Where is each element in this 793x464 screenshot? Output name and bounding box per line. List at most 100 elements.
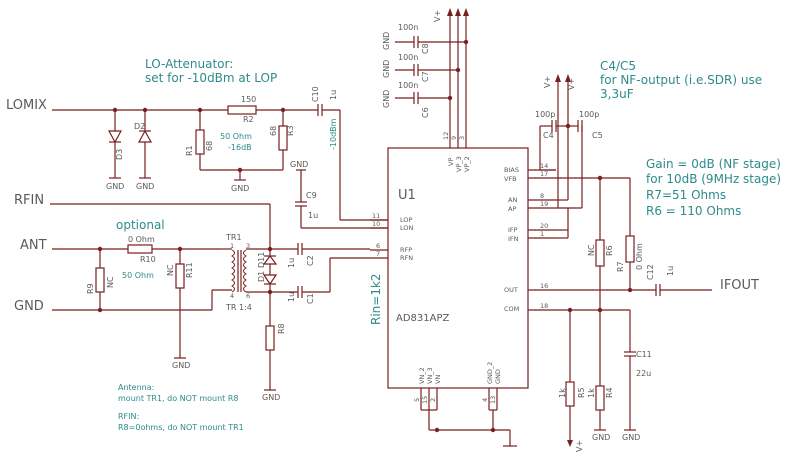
svg-text:VN_3: VN_3: [426, 367, 434, 384]
svg-text:LOP: LOP: [400, 216, 413, 224]
svg-text:R11: R11: [185, 262, 194, 278]
svg-text:GND: GND: [136, 182, 154, 191]
svg-text:R4: R4: [605, 387, 614, 398]
svg-text:1u: 1u: [308, 211, 318, 220]
svg-text:12: 12: [442, 132, 450, 140]
r2-value: 150: [241, 95, 256, 104]
resistor-r11: [175, 263, 185, 289]
svg-text:GND: GND: [494, 369, 502, 384]
svg-text:C7: C7: [421, 71, 430, 82]
lo-attenuator: 150 R2 D3 D2 R1 68 68 R3 50 Ohm -16dB: [52, 95, 318, 180]
svg-text:R6: R6: [605, 245, 614, 256]
lo-attenuator-title: LO-Attenuator:: [145, 57, 233, 71]
svg-text:R7: R7: [616, 261, 625, 272]
decoupling-caps: V+ 100n C8 GND 100n C7 GND 100n C6 GND: [382, 8, 469, 128]
svg-text:D11: D11: [257, 252, 266, 268]
svg-text:NC: NC: [166, 264, 175, 276]
svg-text:GND: GND: [290, 160, 308, 169]
svg-text:GND: GND: [622, 433, 640, 442]
svg-text:AN: AN: [508, 196, 517, 204]
svg-text:7: 7: [376, 250, 380, 258]
svg-text:1: 1: [540, 230, 544, 238]
net-label-ant: ANT: [20, 238, 47, 253]
diode-d3: [107, 130, 123, 144]
svg-text:2: 2: [429, 398, 437, 402]
lo-level-note: -10dBm: [329, 118, 338, 150]
svg-text:GND: GND: [382, 32, 391, 50]
d3-ref: D3: [115, 149, 124, 160]
chip-part: AD831APZ: [396, 313, 449, 324]
resistor-r5: [565, 381, 575, 407]
gain-network: R7 0 Ohm NC R6 C12 1u C11 22u GND: [556, 175, 712, 452]
resistor-r9: [95, 267, 105, 293]
r10-ohm-note: 50 Ohm: [122, 271, 154, 280]
gain-note-line1: Gain = 0dB (NF stage): [646, 157, 781, 171]
svg-text:GND: GND: [231, 184, 249, 193]
r2-ref: R2: [243, 115, 254, 124]
svg-text:GND: GND: [592, 433, 610, 442]
net-label-ifout: IFOUT: [720, 278, 759, 293]
chip-ref: U1: [398, 188, 416, 203]
svg-text:C12: C12: [646, 264, 655, 280]
svg-text:6: 6: [376, 242, 380, 250]
lo-attenuator-subtitle: set for -10dBm at LOP: [145, 71, 277, 85]
svg-text:1k: 1k: [587, 388, 596, 398]
svg-text:4: 4: [230, 292, 234, 300]
svg-text:3: 3: [246, 242, 250, 250]
c4c5-note-title: C4/C5: [600, 59, 636, 73]
attn-ohm-note: 50 Ohm: [220, 132, 252, 141]
svg-text:C5: C5: [592, 131, 603, 140]
rin-note: Rin=1k2: [369, 273, 383, 325]
svg-text:VP_2: VP_2: [463, 156, 471, 172]
svg-text:8: 8: [540, 192, 544, 200]
svg-text:V+: V+: [567, 78, 576, 90]
svg-text:C9: C9: [306, 191, 317, 200]
antenna-note-title: Antenna:: [118, 383, 154, 392]
svg-text:R5: R5: [577, 387, 586, 398]
gain-note-line3: R7=51 Ohms: [646, 188, 726, 202]
resistor-r10: [127, 244, 153, 254]
svg-text:1k: 1k: [558, 388, 567, 398]
svg-text:R10: R10: [140, 255, 156, 264]
svg-text:20: 20: [540, 222, 548, 230]
attn-db-note: -16dB: [228, 143, 252, 152]
svg-text:VN: VN: [434, 375, 442, 384]
rf-input: 0 Ohm R10 50 Ohm R9 NC NC R11 GND TR1 1 …: [50, 203, 370, 402]
bias-caps-c4-c5: V+ V+ 100p C4 100p C5: [535, 74, 603, 209]
svg-text:GND: GND: [382, 90, 391, 108]
svg-text:GND_2: GND_2: [486, 362, 494, 384]
resistor-r4: [595, 385, 605, 411]
svg-text:C10: C10: [311, 86, 320, 102]
svg-text:13: 13: [489, 396, 497, 404]
svg-text:1u: 1u: [666, 266, 675, 276]
svg-text:1u: 1u: [287, 292, 296, 302]
resistor-r6: [595, 239, 605, 267]
resistor-r2: [227, 105, 257, 115]
r1-value: 68: [205, 141, 214, 151]
svg-text:4: 4: [481, 398, 489, 402]
svg-text:11: 11: [372, 212, 380, 220]
resistor-r7: [625, 235, 635, 263]
svg-text:GND: GND: [106, 182, 124, 191]
svg-text:TR1: TR1: [225, 233, 242, 242]
svg-text:22u: 22u: [636, 369, 651, 378]
svg-text:C11: C11: [636, 350, 652, 359]
svg-text:LON: LON: [400, 224, 414, 232]
svg-text:V+: V+: [543, 76, 552, 88]
svg-text:17: 17: [540, 170, 548, 178]
d2-ref: D2: [134, 122, 145, 131]
gain-note-line2: for 10dB (9MHz stage): [646, 172, 781, 186]
svg-text:100n: 100n: [398, 53, 418, 62]
c4c5-note-line2: 3,3uF: [600, 87, 634, 101]
svg-text:C8: C8: [421, 43, 430, 54]
svg-text:RFN: RFN: [400, 254, 413, 262]
svg-text:0 Ohm: 0 Ohm: [128, 235, 155, 244]
svg-text:RFP: RFP: [400, 246, 412, 254]
svg-text:GND: GND: [262, 393, 280, 402]
svg-text:100n: 100n: [398, 81, 418, 90]
net-label-gnd: GND: [14, 299, 44, 314]
gnd-symbols-lo: GND GND GND: [106, 177, 249, 193]
svg-text:C4: C4: [543, 131, 554, 140]
svg-text:AP: AP: [508, 205, 516, 213]
